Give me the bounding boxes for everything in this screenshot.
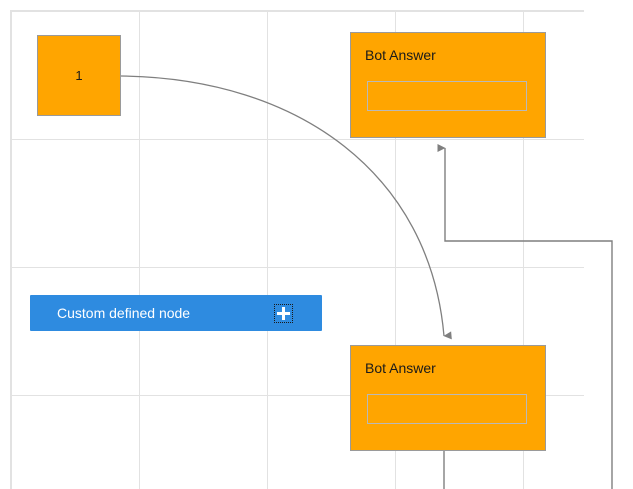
bot-answer-title-top: Bot Answer — [365, 47, 436, 63]
start-node-label: 1 — [75, 68, 83, 83]
bot-answer-title-bottom: Bot Answer — [365, 360, 436, 376]
bot-answer-node-top[interactable]: Bot Answer — [350, 32, 546, 138]
plus-glyph — [277, 306, 290, 320]
custom-defined-node-label: Custom defined node — [57, 305, 191, 321]
custom-defined-node-bar[interactable]: Custom defined node — [30, 295, 322, 331]
bot-answer-slot-top[interactable] — [367, 81, 527, 111]
plus-icon[interactable] — [274, 303, 293, 323]
bot-answer-slot-bottom[interactable] — [367, 394, 527, 424]
bot-answer-node-bottom[interactable]: Bot Answer — [350, 345, 546, 451]
start-node[interactable]: 1 — [37, 35, 121, 116]
